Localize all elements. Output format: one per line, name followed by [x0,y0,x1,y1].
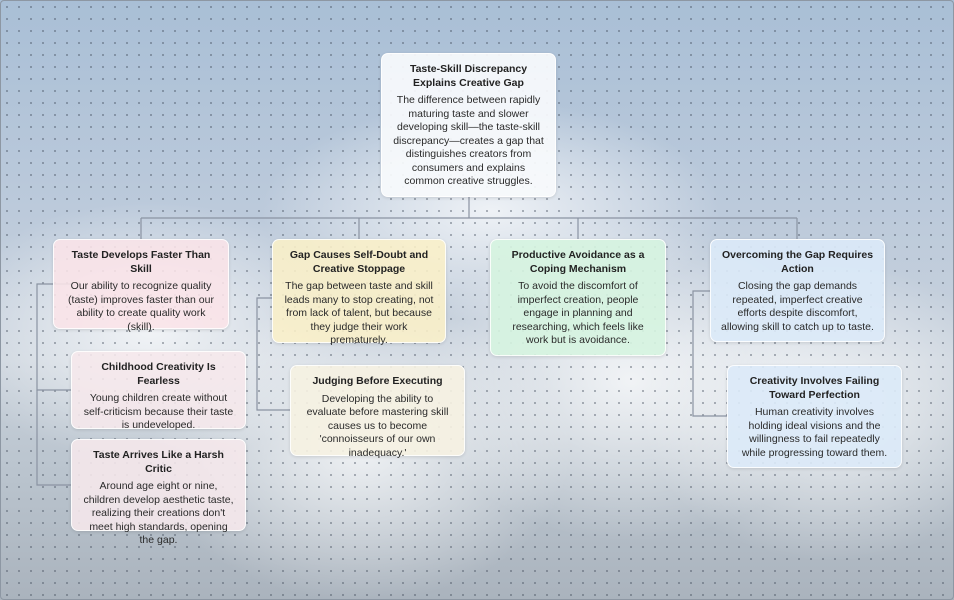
connector-child-2 [36,390,71,486]
node-title: Taste-Skill Discrepancy Explains Creativ… [409,63,528,89]
node-title: Taste Develops Faster Than Skill [71,249,211,275]
child-node-creativity-failing[interactable]: Creativity Involves Failing Toward Perfe… [727,365,902,468]
child-node-judging-before[interactable]: Judging Before Executing Developing the … [290,365,465,459]
node-title: Gap Causes Self-Doubt and Creative Stopp… [289,249,429,275]
node-title: Productive Avoidance as a Coping Mechani… [511,249,645,275]
connector-child-3 [256,297,290,411]
node-body: To avoid the discomfort of imperfect cre… [512,280,644,346]
child-node-taste-arrives[interactable]: Taste Arrives Like a Harsh Critic Around… [71,439,246,546]
branch-node-taste-develops[interactable]: Taste Develops Faster Than Skill Our abi… [53,239,229,333]
connector-child-4 [692,290,727,417]
child-node-childhood-creativity[interactable]: Childhood Creativity Is Fearless Young c… [71,351,246,431]
node-title: Judging Before Executing [312,375,443,387]
node-title: Overcoming the Gap Requires Action [721,249,874,275]
node-title: Creativity Involves Failing Toward Perfe… [749,375,880,401]
node-body: Around age eight or nine, children devel… [83,480,234,546]
branch-node-overcoming-gap[interactable]: Overcoming the Gap Requires Action Closi… [710,239,885,342]
node-title: Childhood Creativity Is Fearless [101,361,216,387]
node-body: Developing the ability to evaluate befor… [306,392,449,459]
node-title: Taste Arrives Like a Harsh Critic [93,449,224,475]
node-body: Our ability to recognize quality (taste)… [68,280,214,333]
node-body: Human creativity involves holding ideal … [741,406,888,459]
branch-node-gap-causes[interactable]: Gap Causes Self-Doubt and Creative Stopp… [272,239,446,346]
node-body: The gap between taste and skill leads ma… [284,280,434,346]
node-body: Young children create without self-criti… [83,392,234,431]
root-node[interactable]: Taste-Skill Discrepancy Explains Creativ… [381,53,556,197]
node-body: Closing the gap demands repeated, imperf… [721,280,874,333]
branch-node-productive-avoidance[interactable]: Productive Avoidance as a Coping Mechani… [490,239,666,356]
node-body: The difference between rapidly maturing … [393,94,544,187]
